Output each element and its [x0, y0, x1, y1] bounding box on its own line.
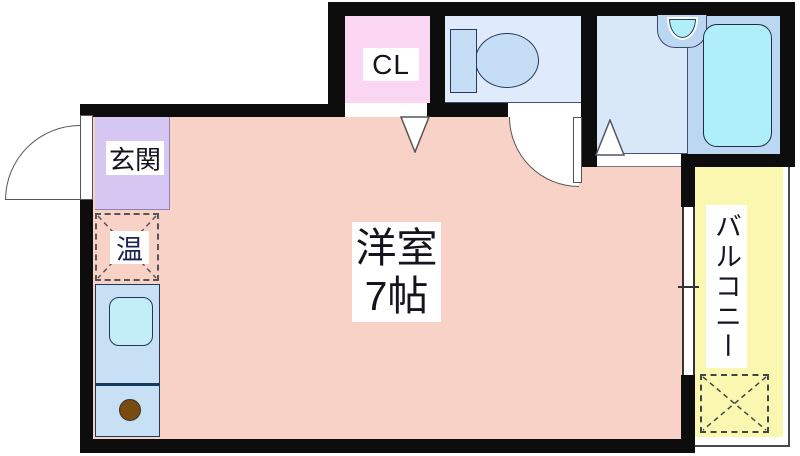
wall-entrance-top [80, 104, 345, 117]
balcony-window-tick [678, 286, 699, 288]
bathroom-door-notch-icon [595, 119, 625, 156]
wall-bottom [80, 439, 695, 453]
water-heater-label: 温 [110, 231, 149, 265]
wall-balcony-upper [681, 154, 695, 207]
wall-left-outer [80, 198, 93, 453]
main-room-label: 洋室 7帖 [352, 222, 441, 322]
balcony-label: バルコニー [706, 205, 747, 368]
kitchen-sink-icon [109, 297, 153, 346]
water-heater-hatch [95, 213, 159, 281]
bath-threshold [597, 154, 681, 167]
entrance-door-panel [80, 115, 93, 200]
wall-toilet-bath [581, 2, 597, 167]
wall-right [780, 2, 795, 167]
balcony-hatch-cross-icon [702, 376, 767, 431]
wall-closet-toilet [430, 2, 445, 117]
entrance-label: 玄関 [106, 141, 164, 175]
wall-under-toilet-left [427, 103, 508, 117]
wall-left-of-closet [328, 2, 345, 117]
closet-label: CL [363, 48, 419, 81]
balcony-hatch [700, 374, 769, 433]
toilet-tank-icon [450, 29, 477, 93]
main-room-name: 洋室 [355, 225, 438, 271]
burner-icon [119, 399, 141, 421]
toilet-door-panel [573, 117, 582, 183]
main-room-size: 7帖 [364, 273, 429, 319]
toilet-bowl-icon [475, 33, 539, 88]
wall-below-bath [680, 154, 795, 167]
wall-top [328, 2, 795, 16]
closet-door-notch-icon [400, 116, 430, 153]
balcony-outer-line [695, 160, 790, 447]
wall-balcony-lower [681, 375, 695, 453]
balcony-window [682, 207, 695, 375]
entrance-door-swing-arc [5, 125, 80, 200]
bathtub-icon [703, 24, 772, 147]
toilet-door-opening [508, 103, 581, 117]
closet-opening [346, 103, 427, 117]
